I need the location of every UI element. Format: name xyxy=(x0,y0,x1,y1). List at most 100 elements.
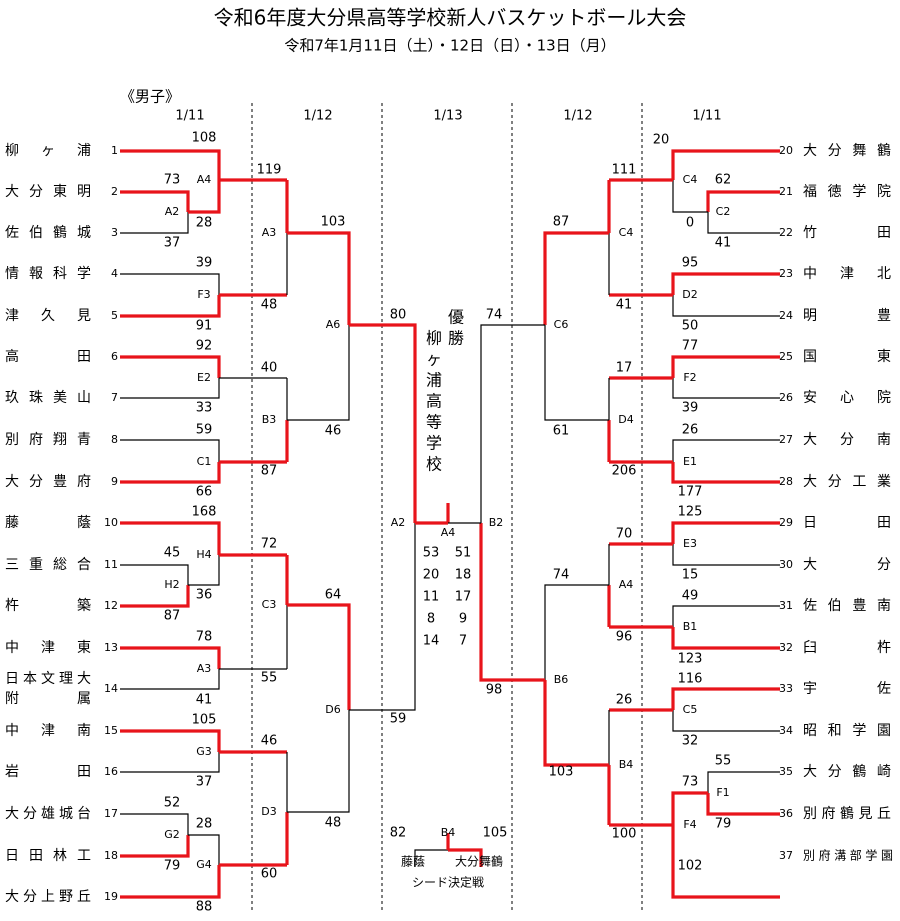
score: 73 xyxy=(164,173,181,188)
score: 108 xyxy=(192,131,217,146)
score: 177 xyxy=(678,485,703,500)
page-title: 令和6年度大分県高等学校新人バスケットボール大会 xyxy=(214,6,687,30)
team-name: 大分豊府 xyxy=(5,474,91,490)
game-code: D4 xyxy=(618,413,633,426)
game-code: A3 xyxy=(197,662,212,675)
team-number: 22 xyxy=(779,226,793,239)
champion-name: 高 xyxy=(426,392,442,411)
game-code: D2 xyxy=(682,288,697,301)
winner-path xyxy=(120,355,221,378)
team-name: 宇 佐 xyxy=(803,681,891,697)
team-number: 31 xyxy=(779,599,793,612)
score: 39 xyxy=(682,401,699,416)
winner-path xyxy=(120,149,221,180)
bracket-line xyxy=(672,180,708,213)
winner-path xyxy=(671,825,780,899)
bracket-line xyxy=(120,378,220,399)
team-name: 日田林工 xyxy=(5,848,91,864)
winner-path xyxy=(120,646,221,669)
team-name: 臼 杵 xyxy=(803,640,891,656)
score: 45 xyxy=(164,546,181,561)
score: 74 xyxy=(553,568,570,583)
team-number: 5 xyxy=(111,309,118,322)
winner-path xyxy=(120,295,221,318)
bracket-line xyxy=(120,669,220,690)
team-number: 24 xyxy=(779,309,793,322)
winner-path xyxy=(120,865,221,899)
bracket-line xyxy=(120,273,220,295)
winner-path xyxy=(349,323,417,523)
game-code: C2 xyxy=(716,205,731,218)
score: 78 xyxy=(196,630,213,645)
score: 28 xyxy=(196,817,213,832)
round-date: 1/11 xyxy=(692,109,721,124)
score: 79 xyxy=(715,817,732,832)
team-name: 別府溝部学園 xyxy=(803,848,893,863)
score: 20 xyxy=(653,133,670,148)
bracket-line xyxy=(672,378,780,399)
team-number: 13 xyxy=(104,641,118,654)
winner-path xyxy=(120,521,221,555)
score: 26 xyxy=(682,423,699,438)
period-score-right: 18 xyxy=(455,568,472,583)
game-code: C3 xyxy=(262,598,277,611)
seed-team-left: 藤蔭 xyxy=(401,855,425,869)
team-name: 佐伯豊南 xyxy=(803,598,891,614)
team-number: 15 xyxy=(104,724,118,737)
game-code: F1 xyxy=(716,786,729,799)
period-score-left: 53 xyxy=(423,546,440,561)
team-name: 大 分 南 xyxy=(803,432,891,448)
score: 103 xyxy=(321,215,346,230)
bracket-line xyxy=(414,849,448,867)
game-code: F4 xyxy=(683,818,696,831)
team-name: 大分上野丘 xyxy=(5,889,91,905)
score: 64 xyxy=(325,588,342,603)
bracket-line xyxy=(120,212,189,234)
team-name: 別府鶴見丘 xyxy=(803,805,891,822)
period-score-right: 9 xyxy=(459,612,467,627)
bracket-line xyxy=(120,813,189,835)
game-code: C5 xyxy=(683,703,698,716)
score: 88 xyxy=(196,900,213,915)
score: 74 xyxy=(486,308,503,323)
score: 96 xyxy=(616,630,633,645)
team-number: 9 xyxy=(111,475,118,488)
score: 116 xyxy=(678,672,703,687)
team-name: 安 心 院 xyxy=(803,390,891,406)
winner-path xyxy=(671,149,780,180)
team-number: 19 xyxy=(104,890,118,903)
team-name: 明 豊 xyxy=(803,308,891,324)
winner-path xyxy=(287,603,351,710)
team-number: 23 xyxy=(779,267,793,280)
team-number: 37 xyxy=(779,849,793,862)
team-number: 4 xyxy=(111,267,118,280)
team-number: 36 xyxy=(779,807,793,820)
winner-path xyxy=(448,848,483,867)
period-score-right: 17 xyxy=(455,590,472,605)
team-number: 21 xyxy=(779,185,793,198)
game-code: B1 xyxy=(683,620,698,633)
score: 33 xyxy=(196,401,213,416)
score: 37 xyxy=(196,775,213,790)
team-name: 藤 蔭 xyxy=(5,515,91,531)
game-code: A2 xyxy=(165,205,180,218)
score: 123 xyxy=(678,652,703,667)
team-name: 福徳学院 xyxy=(803,184,891,200)
round-date: 1/11 xyxy=(175,109,204,124)
bracket-line xyxy=(349,523,416,711)
score: 102 xyxy=(678,859,703,874)
team-name: 岩 田 xyxy=(5,764,91,780)
seed-caption: シード決定戦 xyxy=(412,875,484,890)
game-code: F2 xyxy=(683,371,696,384)
score: 100 xyxy=(612,827,637,842)
team-name: 大分鶴崎 xyxy=(803,763,891,780)
team-name: 大分東明 xyxy=(5,184,91,200)
winner-path xyxy=(120,585,190,608)
team-number: 18 xyxy=(104,849,118,862)
bracket-line xyxy=(120,752,220,773)
score: 91 xyxy=(196,319,213,334)
team-name: 情報科学 xyxy=(5,266,91,282)
game-code: C6 xyxy=(554,318,569,331)
team-name: 中 津 東 xyxy=(5,640,91,656)
score: 26 xyxy=(616,693,633,708)
